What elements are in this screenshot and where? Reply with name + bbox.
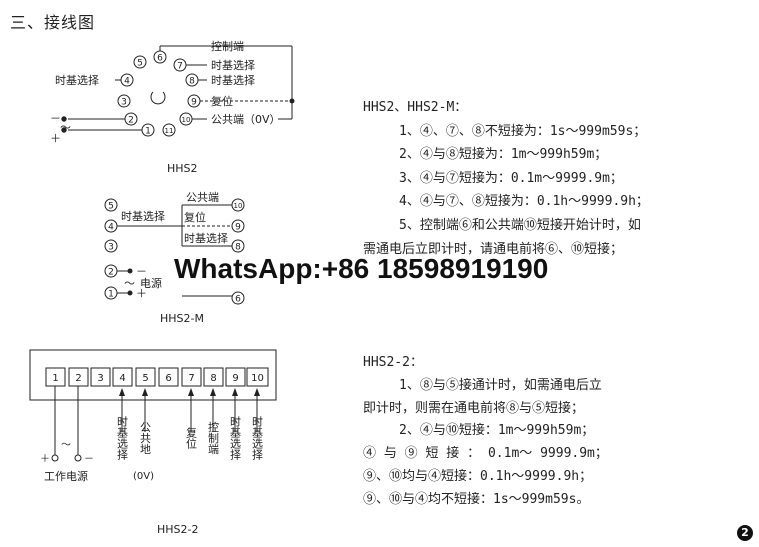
- hhs2-settings-title: HHS2、HHS2-M：: [363, 100, 468, 115]
- hhs22-label-power: 工作电源: [44, 469, 88, 483]
- hhs22-terminal-5: 5: [142, 373, 148, 384]
- hhs22-label-t7: 复位: [185, 426, 198, 449]
- hhs2m-pin-label-1: 1: [108, 290, 114, 300]
- hhs2-caption: HHS2: [167, 162, 198, 175]
- hhs2m-pin-label-5: 5: [108, 202, 114, 212]
- hhs2-key-icon: [150, 91, 166, 105]
- hhs2-pin-label-3: 3: [121, 98, 127, 108]
- hhs2-pin-3: [117, 94, 131, 108]
- hhs22-terminal-7: 7: [188, 373, 194, 384]
- hhs22-setting-line: ⑨、⑩均与④短接：0.1h～9999.9h；: [363, 468, 593, 484]
- hhs2m-pin-label-6: 6: [235, 295, 241, 305]
- hhs2-label-timebase-4: 时基选择: [55, 73, 99, 87]
- section-heading: 三、接线图: [10, 13, 96, 32]
- hhs2-setting-line: 2、④与⑧短接为：1m～999h59m；: [399, 147, 608, 163]
- hhs2-pin-label-8: 8: [189, 77, 195, 87]
- hhs2m-pin-label-3: 3: [108, 243, 114, 253]
- hhs22-diagram: [29, 349, 277, 462]
- hhs2m-pin-label-8: 8: [235, 243, 241, 253]
- hhs2-pin-label-11: 11: [165, 127, 174, 135]
- hhs2-label-ac: ～: [60, 121, 71, 134]
- hhs22-label-t8: 控制端: [207, 420, 220, 455]
- hhs2m-pin-label-9: 9: [235, 223, 241, 233]
- hhs22-setting-line: ⑨、⑩与④均不短接：1s～999m59s。: [363, 491, 590, 507]
- hhs2-label-common: 公共端（0V）: [211, 113, 281, 126]
- hhs22-terminal-2: 2: [75, 373, 81, 384]
- hhs2-label-control: 控制端: [211, 39, 244, 53]
- hhs2-setting-line: 4、④与⑦、⑧短接为：0.1h～9999.9h；: [399, 194, 649, 210]
- hhs2-pin-label-7: 7: [177, 62, 183, 72]
- hhs2-pin-label-9: 9: [191, 98, 197, 108]
- hhs22-terminal-4: 4: [119, 373, 125, 384]
- hhs2-pin-5: [133, 55, 147, 69]
- hhs2-pin-label-10: 10: [182, 116, 191, 124]
- watermark-text: WhatsApp:+86 18598919190: [174, 253, 549, 284]
- hhs22-terminal-6: 6: [165, 373, 171, 384]
- hhs2m-pin-label-2: 2: [108, 268, 114, 278]
- hhs2-pin-label-5: 5: [137, 59, 143, 69]
- hhs22-setting-line: 1、⑧与⑤接通计时，如需通电后立: [399, 377, 602, 393]
- hhs2m-caption: HHS2-M: [160, 312, 204, 325]
- hhs22-setting-line: ④ 与 ⑨ 短 接 ： 0.1m～ 9999.9m；: [363, 446, 608, 462]
- hhs22-label-t4: 时基选择: [116, 416, 129, 461]
- hhs22-setting-line: 2、④与⑩短接：1m～999h59m；: [399, 423, 595, 439]
- hhs22-terminal-10: 10: [251, 373, 264, 384]
- hhs2m-pin-3: [104, 239, 118, 253]
- hhs2-label-plus: ＋: [50, 132, 61, 145]
- hhs2-setting-line: 5、控制端⑥和公共端⑩短接开始计时，如: [399, 217, 641, 233]
- hhs22-label-t9: 时基选择: [229, 416, 242, 461]
- page-number-badge: 2: [737, 525, 753, 541]
- hhs22-label-plus: ＋: [40, 454, 50, 465]
- hhs22-label-t5-0v: (0V): [133, 471, 154, 482]
- hhs22-label-t10: 时基选择: [251, 416, 264, 461]
- hhs22-label-minus: －: [84, 454, 94, 465]
- hhs22-label-t5: 公共地: [139, 422, 152, 455]
- hhs2-label-minus: －: [50, 112, 61, 125]
- hhs2m-label-common: 公共端: [186, 191, 219, 204]
- hhs2m-label-ac: ～: [124, 277, 135, 290]
- hhs22-housing: [29, 349, 277, 401]
- hhs2m-pin-6: [231, 291, 245, 305]
- hhs2m-pin-9: [231, 219, 245, 233]
- hhs22-caption: HHS2-2: [157, 523, 199, 536]
- hhs2m-label-timebase: 时基选择: [121, 209, 165, 223]
- hhs2-pin-11: [162, 123, 176, 137]
- hhs2m-label-power: 电源: [140, 276, 162, 290]
- hhs2-setting-line: 1、④、⑦、⑧不短接为：1s～999m59s；: [399, 123, 647, 139]
- hhs22-setting-line: 即计时，则需在通电前将⑧与⑤短接；: [363, 400, 585, 416]
- hhs22-terminal-9: 9: [232, 373, 238, 384]
- hhs2-label-reset: 复位: [211, 94, 233, 108]
- hhs2m-pin-label-4: 4: [108, 223, 114, 233]
- hhs22-settings-text: HHS2-2： 1、⑧与⑤接通计时，如需通电后立 即计时，则需在通电前将⑧与⑤短…: [363, 352, 735, 512]
- hhs2-setting-line: 需通电后立即计时，请通电前将⑥、⑩短接；: [363, 241, 624, 257]
- hhs2-pin-label-2: 2: [128, 116, 134, 126]
- hhs2m-label-minus: －: [136, 265, 147, 278]
- hhs2-setting-line: 3、④与⑦短接为：0.1m～9999.9m；: [399, 170, 623, 186]
- hhs22-terminal-8: 8: [210, 373, 216, 384]
- hhs2m-label-timebase-2: 时基选择: [184, 231, 228, 245]
- hhs2m-pin-label-10: 10: [234, 202, 243, 210]
- hhs2-label-timebase-7: 时基选择: [211, 58, 255, 72]
- hhs2m-pin-5: [104, 198, 118, 212]
- hhs2-pin-label-1: 1: [145, 127, 151, 137]
- hhs2m-diagram: [104, 198, 245, 305]
- hhs22-terminal-1: 1: [52, 373, 58, 384]
- hhs2-pin-label-6: 6: [157, 54, 163, 64]
- hhs2m-label-reset: 复位: [184, 210, 206, 224]
- hhs2-diagram: [61, 45, 295, 137]
- hhs22-settings-title: HHS2-2：: [363, 355, 423, 370]
- hhs2-pin-label-4: 4: [124, 77, 130, 87]
- hhs2-settings-text: HHS2、HHS2-M： 1、④、⑦、⑧不短接为：1s～999m59s； 2、④…: [363, 96, 735, 261]
- hhs2m-label-plus: ＋: [136, 287, 147, 300]
- hhs22-label-ac: ～: [61, 440, 71, 451]
- hhs2-label-timebase-8: 时基选择: [211, 73, 255, 87]
- hhs22-terminal-3: 3: [97, 373, 103, 384]
